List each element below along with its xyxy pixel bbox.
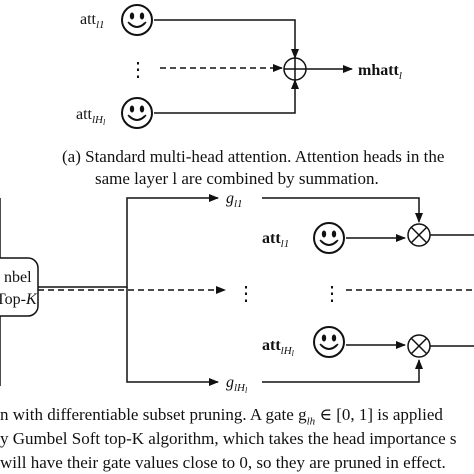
arrow-head1-to-sum <box>154 19 299 59</box>
panel-b-vdots-2: ⋮ <box>322 283 342 305</box>
module-label-line2: Top-K <box>0 291 38 308</box>
module-label-line1: nbel <box>4 269 32 286</box>
panel-b-vdots-1: ⋮ <box>236 283 256 305</box>
gate-bottom-label: glHl <box>226 374 248 395</box>
panel-a-head-last-label: attlHl <box>76 106 106 127</box>
panel-b-caption-line1: n with differentiable subset pruning. A … <box>0 405 443 428</box>
panel-b: nbel Top-K gl1 glHl attl1 ⋮ ⋮ attlHl <box>0 190 474 395</box>
panel-b-head-first-label: attl1 <box>262 230 289 250</box>
arrow-gate-bottom-to-mult <box>262 359 423 383</box>
panel-b-head-last-label: attlHl <box>262 337 295 358</box>
panel-a-caption-line2: same layer l are combined by summation. <box>95 169 379 188</box>
panel-a-vdots: ⋮ <box>128 59 148 81</box>
panel-b-caption-line2: y Gumbel Soft top-K algorithm, which tak… <box>0 429 457 448</box>
smiley-face-icon <box>121 4 153 36</box>
smiley-face-icon <box>313 222 345 254</box>
panel-a-output-label: mhattl <box>358 62 402 82</box>
gate-top-label: gl1 <box>226 190 243 210</box>
panel-a-head-first-label: attl1 <box>80 11 105 31</box>
panel-a: attl1 ⋮ attlHl mhattl <box>76 4 402 129</box>
multiply-icon <box>407 223 431 247</box>
arrow-module-to-gate-top <box>38 194 219 288</box>
sum-icon <box>283 57 307 81</box>
smiley-face-icon <box>121 97 153 129</box>
arrow-gate-top-to-mult <box>262 197 423 223</box>
smiley-face-icon <box>313 326 345 358</box>
arrow-module-to-gate-bottom <box>126 287 219 386</box>
arrow-headH-to-sum <box>154 79 299 114</box>
panel-b-caption-line3: will have their gate values close to 0, … <box>0 453 446 472</box>
multiply-icon <box>407 334 431 358</box>
panel-a-caption-line1: (a) Standard multi-head attention. Atten… <box>62 147 445 166</box>
